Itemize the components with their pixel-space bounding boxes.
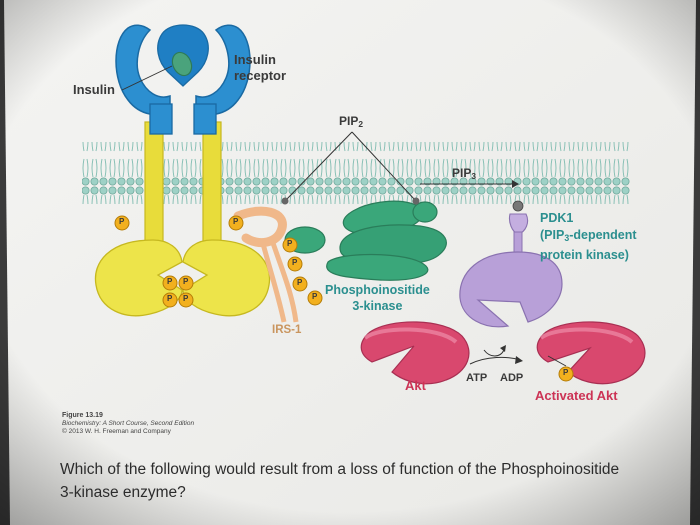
pdk1-line3: protein kinase) bbox=[540, 248, 629, 263]
phosphate-label: P bbox=[297, 278, 303, 287]
pdk1-line2-b: -dependent bbox=[569, 228, 637, 242]
pip2-label: PIP2 bbox=[339, 114, 363, 129]
figure-number: Figure 13.19 bbox=[62, 412, 103, 419]
phosphate-label: P bbox=[119, 217, 125, 226]
phosphate-group bbox=[114, 215, 574, 382]
irs1-label: IRS-1 bbox=[272, 324, 302, 336]
phosphate-label: P bbox=[167, 277, 173, 286]
atp-label: ATP bbox=[466, 372, 488, 384]
phosphate-label: P bbox=[563, 368, 569, 377]
insulin-receptor-line2: receptor bbox=[234, 68, 287, 83]
receptor-kinase-right bbox=[182, 239, 271, 317]
phosphate-label: P bbox=[183, 277, 189, 286]
insulin-molecule bbox=[171, 51, 193, 77]
pdk1-label: PDK1 (PIP3-dependent protein kinase) bbox=[540, 210, 637, 264]
pdk1-line2-sub: 3 bbox=[564, 233, 570, 244]
akt-label: Akt bbox=[405, 378, 426, 393]
pdk1-protein bbox=[459, 251, 563, 328]
figure-caption: Figure 13.19 Biochemistry: A Short Cours… bbox=[62, 412, 194, 436]
pi3k-line2: 3-kinase bbox=[352, 299, 403, 313]
akt-protein bbox=[360, 321, 470, 385]
figure-source: Biochemistry: A Short Course, Second Edi… bbox=[62, 420, 195, 427]
pdk1-line2: (PIP3-dependent bbox=[540, 227, 637, 247]
pdk1-line2-a: (PIP bbox=[540, 228, 565, 242]
insulin-receptor-label: Insulin receptor bbox=[234, 52, 286, 84]
pip2-subscript: 2 bbox=[358, 119, 364, 130]
pi3k-label: Phosphoinositide 3-kinase bbox=[325, 282, 430, 314]
figure-copyright: © 2013 W. H. Freeman and Company bbox=[62, 428, 171, 435]
phosphate-label: P bbox=[312, 292, 318, 301]
activated-akt-protein bbox=[536, 321, 646, 385]
pip3-label: PIP3 bbox=[452, 166, 476, 181]
phosphate-label: P bbox=[233, 217, 239, 226]
question-text: Which of the following would result from… bbox=[60, 461, 620, 501]
phosphate-label: P bbox=[287, 239, 293, 248]
phosphate-label: P bbox=[183, 294, 189, 303]
activated-akt-label: Activated Akt bbox=[535, 388, 618, 403]
pip3-subscript: 3 bbox=[471, 171, 477, 182]
irs1-protein bbox=[233, 206, 287, 248]
adp-label: ADP bbox=[500, 372, 524, 384]
pip2-text: PIP bbox=[339, 114, 359, 128]
phosphate-label: P bbox=[292, 258, 298, 267]
receptor-kinase-left bbox=[94, 239, 183, 317]
phosphate-label: P bbox=[167, 294, 173, 303]
insulin-label: Insulin bbox=[73, 82, 115, 97]
pi3k-line1: Phosphoinositide bbox=[325, 283, 430, 297]
cell-membrane bbox=[82, 142, 630, 204]
pip3-text: PIP bbox=[452, 166, 472, 180]
insulin-receptor-line1: Insulin bbox=[234, 52, 276, 67]
pdk1-line1: PDK1 bbox=[540, 211, 574, 225]
